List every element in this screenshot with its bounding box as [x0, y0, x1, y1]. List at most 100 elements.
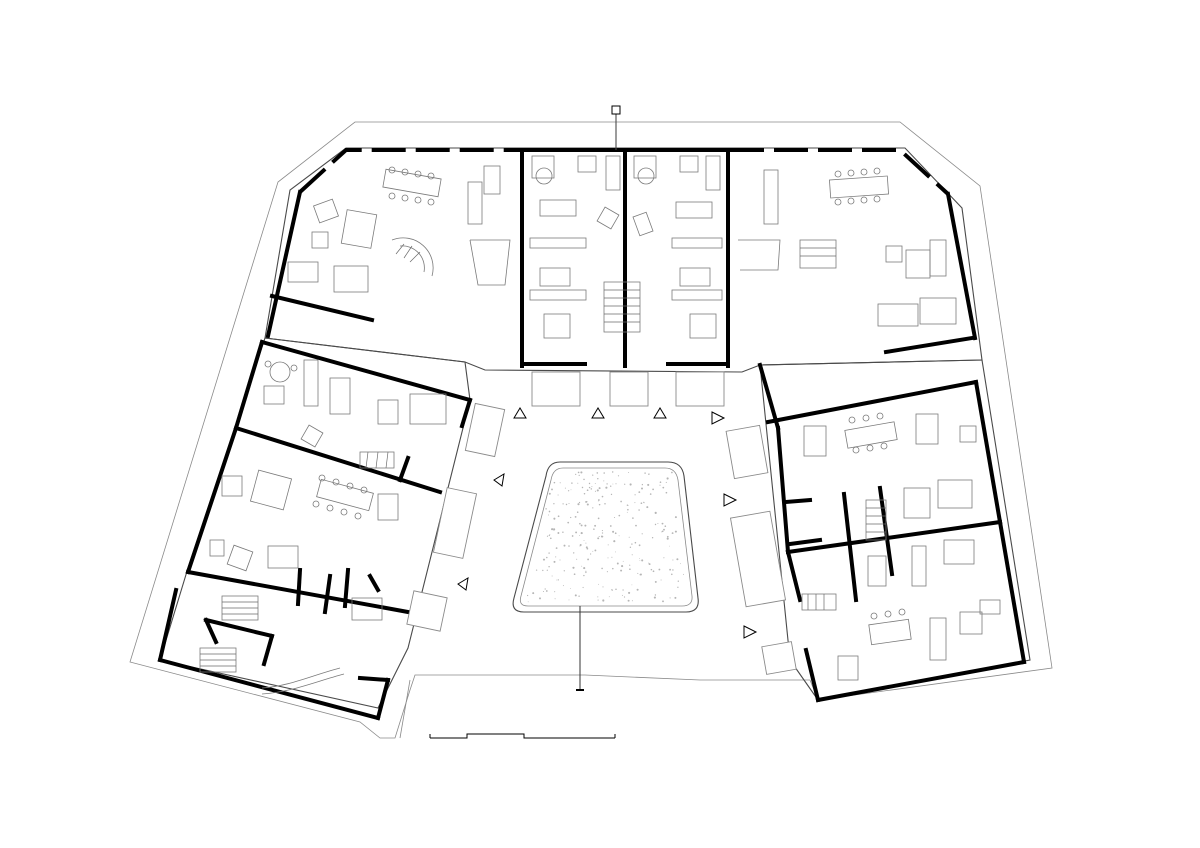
entrance-marker: [743, 625, 758, 639]
courtyard-speck: [618, 514, 621, 517]
courtyard-speck: [683, 573, 684, 575]
courtyard-speck: [579, 522, 581, 525]
courtyard-speck: [654, 523, 657, 526]
courtyard-speck: [559, 559, 561, 561]
courtyard-speck: [562, 585, 564, 587]
courtyard-speck: [657, 523, 659, 524]
courtyard-speck: [578, 474, 580, 476]
courtyard-speck: [601, 530, 603, 532]
courtyard-speck: [594, 524, 597, 527]
courtyard-speck: [556, 579, 558, 581]
courtyard-speck: [583, 493, 586, 495]
courtyard-speck: [580, 471, 583, 474]
entrance-marker: [723, 493, 738, 507]
courtyard-speck: [641, 484, 643, 486]
courtyard-speck: [621, 565, 624, 568]
courtyard-speck: [612, 530, 615, 533]
courtyard-speck: [548, 510, 551, 513]
courtyard-speck: [627, 599, 630, 602]
courtyard-speck: [662, 600, 664, 603]
courtyard-speck: [571, 535, 574, 537]
courtyard-speck: [598, 583, 600, 585]
courtyard-speck: [606, 483, 608, 485]
courtyard-speck: [648, 473, 650, 475]
courtyard-speck: [629, 546, 632, 548]
courtyard-speck: [577, 482, 579, 484]
courtyard-speck: [551, 488, 553, 491]
courtyard-speck: [554, 591, 556, 593]
courtyard-speck: [653, 596, 656, 599]
west-wing-furniture: [199, 359, 506, 695]
courtyard-speck: [612, 567, 614, 570]
courtyard-speck: [666, 535, 669, 538]
courtyard-speck: [598, 499, 600, 501]
courtyard-texture: [526, 471, 684, 603]
courtyard-speck: [575, 531, 578, 534]
courtyard-speck: [576, 558, 578, 560]
courtyard-speck: [594, 549, 597, 552]
courtyard-speck: [631, 600, 633, 602]
north-planters: [531, 371, 725, 407]
east-wing: [757, 359, 1031, 703]
courtyard-speck: [621, 594, 623, 596]
courtyard-speck: [567, 490, 570, 492]
courtyard-speck: [605, 486, 608, 489]
courtyard-speck: [555, 556, 557, 558]
courtyard-speck: [591, 486, 593, 488]
courtyard-speck: [643, 501, 645, 503]
courtyard-speck: [545, 508, 547, 510]
courtyard-speck: [669, 545, 670, 547]
courtyard-speck: [586, 489, 589, 492]
courtyard-speck: [666, 477, 669, 480]
courtyard-speck: [557, 532, 560, 534]
courtyard-speck: [563, 570, 565, 572]
courtyard-speck: [624, 483, 626, 485]
courtyard-speck: [565, 503, 568, 506]
entrance-marker: [653, 407, 667, 419]
courtyard-speck: [677, 586, 679, 588]
courtyard-speck: [574, 594, 577, 597]
courtyard-speck: [559, 482, 561, 484]
courtyard-speck: [544, 588, 546, 590]
courtyard-speck: [674, 596, 677, 599]
courtyard-speck: [580, 524, 583, 527]
courtyard-speck: [542, 590, 545, 593]
courtyard-speck: [614, 532, 617, 535]
courtyard-speck: [585, 542, 587, 544]
courtyard-speck: [664, 525, 667, 527]
courtyard-speck: [554, 598, 556, 600]
entrance-marker: [457, 577, 469, 591]
courtyard-speck: [637, 572, 639, 574]
courtyard-speck: [680, 563, 681, 565]
courtyard-speck: [568, 503, 570, 504]
courtyard-speck: [583, 478, 585, 481]
entrance-markers: [457, 407, 758, 639]
courtyard-speck: [585, 546, 588, 549]
courtyard-speck: [639, 558, 640, 560]
courtyard-speck: [602, 599, 605, 602]
east-wing-furniture: [725, 412, 1001, 681]
courtyard-speck: [647, 483, 650, 486]
courtyard-speck: [632, 517, 634, 519]
courtyard-speck: [594, 490, 597, 492]
courtyard-speck: [542, 569, 544, 572]
courtyard-speck: [597, 596, 599, 598]
entrance-marker: [711, 411, 726, 425]
courtyard-speck: [553, 560, 556, 563]
courtyard-speck: [597, 517, 600, 520]
courtyard-speck: [674, 516, 677, 519]
courtyard-speck: [567, 521, 570, 524]
courtyard-speck: [601, 567, 603, 570]
courtyard-speck: [665, 491, 668, 494]
courtyard-speck: [615, 483, 617, 485]
courtyard-speck: [613, 540, 616, 543]
courtyard-speck: [661, 522, 664, 525]
courtyard-speck: [586, 501, 588, 503]
courtyard-speck: [578, 595, 580, 597]
courtyard-speck: [549, 534, 551, 536]
courtyard-speck: [586, 503, 589, 506]
courtyard-speck: [654, 580, 657, 583]
courtyard-speck: [546, 569, 548, 571]
courtyard-speck: [580, 532, 583, 535]
